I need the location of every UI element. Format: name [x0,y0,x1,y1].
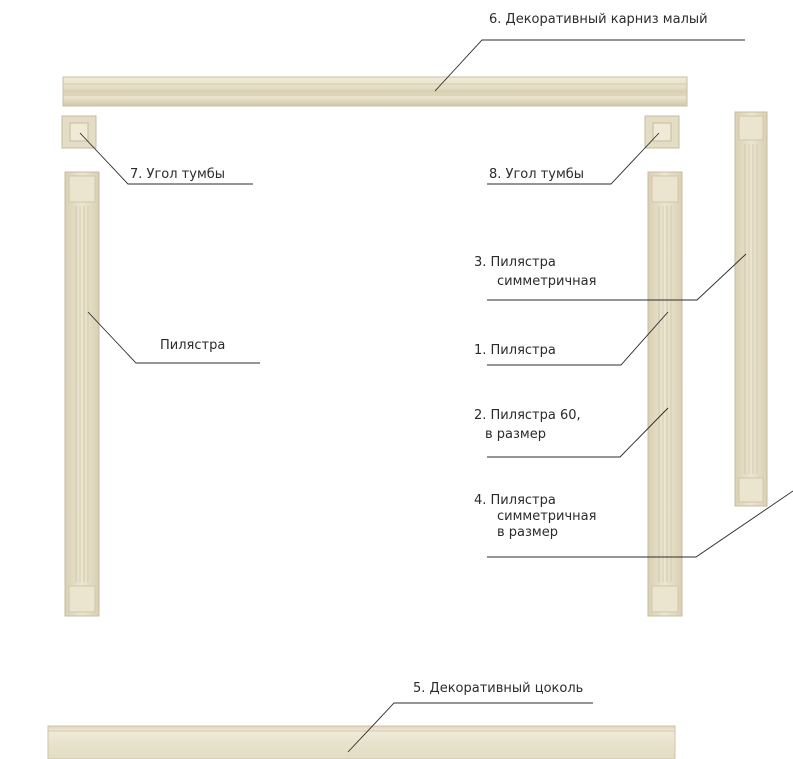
leader-pilaster-60 [487,407,669,458]
decorative-plinth [47,725,676,759]
label-pilaster-60: 2. Пилястра 60, в размер [474,408,581,442]
leader-pilaster-sym [487,253,747,301]
cornice-small [62,76,688,107]
pilaster-left [64,171,100,617]
label-pilaster-symmetric-size-line1: 4. Пилястра [474,493,556,508]
label-pilaster-left: Пилястра [160,338,226,353]
label-pilaster-60-line2: в размер [485,427,546,442]
label-plinth: 5. Декоративный цоколь [413,681,584,696]
label-pilaster-1: 1. Пилястра [474,343,556,358]
leader-pilaster-left [87,311,260,364]
label-pilaster-symmetric-size-line3: в размер [497,525,558,540]
label-pilaster-symmetric-size: 4. Пилястра симметричная в размер [474,493,596,540]
leader-lines [79,39,793,753]
label-pilaster-symmetric-line1: 3. Пилястра [474,255,556,270]
leader-corner-left [79,132,253,185]
corner-block-right [644,115,680,149]
leader-plinth [347,702,593,753]
label-cornice-small: 6. Декоративный карниз малый [489,12,708,27]
label-pilaster-symmetric-line2: симметричная [497,274,597,289]
label-corner-left: 7. Угол тумбы [130,167,226,182]
leader-pilaster-sym-size [487,490,793,558]
leader-pilaster-1 [487,311,669,366]
pilaster-far-right [734,111,768,507]
label-corner-right: 8. Угол тумбы [489,167,585,182]
leader-cornice [434,39,745,92]
pilaster-right [647,171,683,617]
label-pilaster-symmetric-size-line2: симметричная [497,509,597,524]
label-pilaster-symmetric: 3. Пилястра симметричная [474,255,596,289]
leader-corner-right [487,132,660,185]
label-pilaster-60-line1: 2. Пилястра 60, [474,408,581,423]
corner-block-left [61,115,97,149]
